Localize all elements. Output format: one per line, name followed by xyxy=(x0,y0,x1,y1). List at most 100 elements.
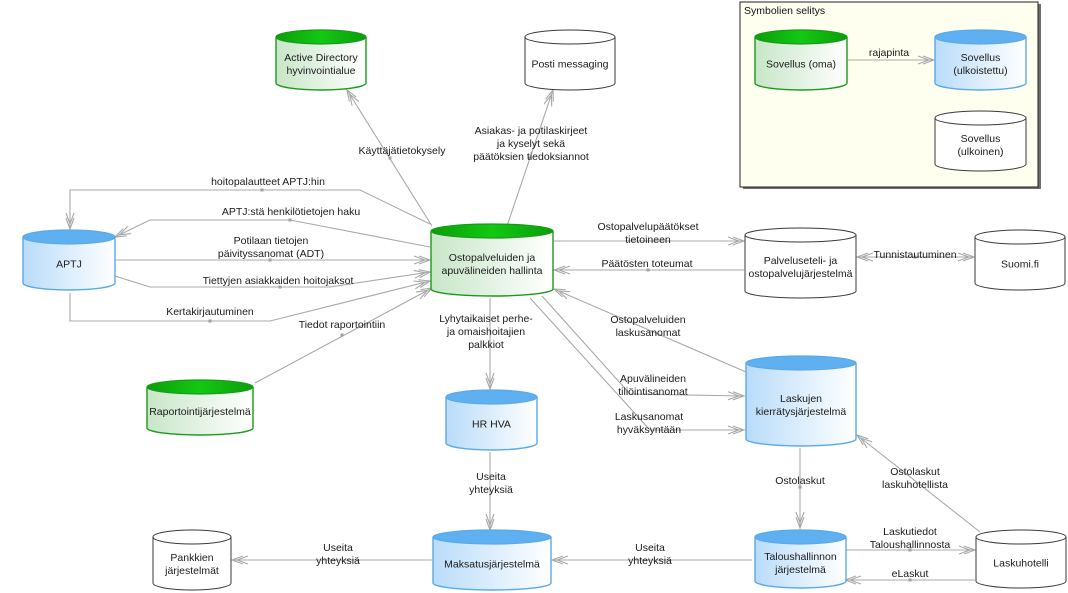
legend-own-app[interactable]: Sovellus (oma) xyxy=(754,29,848,91)
legend-interface-label: rajapinta xyxy=(869,47,909,59)
edge-elaskut[interactable] xyxy=(843,575,975,585)
edge-ostolaskut[interactable] xyxy=(795,448,805,530)
svg-text:laskuhotellista: laskuhotellista xyxy=(882,479,948,491)
edge-paivitys[interactable] xyxy=(115,255,432,265)
svg-text:Useita: Useita xyxy=(323,542,353,554)
legend-title: Symbolien selitys xyxy=(744,5,825,17)
node-aptj-label: APTJ xyxy=(56,259,82,271)
arrowhead xyxy=(958,545,977,555)
edge-tiliointi[interactable] xyxy=(541,295,746,401)
label-kertakirjautuminen: Kertakirjautuminen xyxy=(166,306,254,318)
edge-hyvaksyntaan[interactable] xyxy=(529,297,746,435)
svg-text:Lyhytaikaiset perhe-: Lyhytaikaiset perhe- xyxy=(439,313,533,325)
svg-text:Useita: Useita xyxy=(635,542,665,554)
arrowhead xyxy=(230,555,249,565)
node-raportointi-label: Raportointijärjestelmä xyxy=(149,406,251,418)
edge-laskusanomat[interactable] xyxy=(552,288,747,373)
svg-text:Ostolaskut: Ostolaskut xyxy=(775,475,825,487)
node-ostopalvelu-label: apuvälineiden hallinta xyxy=(442,265,543,277)
edge-laskuhotellista[interactable] xyxy=(855,434,981,533)
svg-text:Kertakirjautuminen: Kertakirjautuminen xyxy=(166,306,254,318)
svg-text:Tiedot raportointiin: Tiedot raportointiin xyxy=(299,319,386,331)
edge-midpoint xyxy=(288,218,292,222)
edge-midpoint xyxy=(260,188,264,192)
arrowhead xyxy=(346,88,360,106)
svg-text:laskusanomat: laskusanomat xyxy=(616,327,681,339)
node-ostopalvelu-label: Ostopalveluiden ja xyxy=(449,252,536,264)
label-kayttajatieto: Käyttäjätietokysely xyxy=(359,145,447,157)
arrowhead xyxy=(855,434,873,449)
node-suomifi[interactable]: Suomi.fi xyxy=(974,229,1066,291)
svg-text:päivityssanomat (ADT): päivityssanomat (ADT) xyxy=(218,248,324,260)
node-aptj[interactable]: APTJ xyxy=(22,229,116,291)
edge-toteumat[interactable] xyxy=(552,265,744,275)
edge-midpoint xyxy=(278,285,282,289)
node-active-directory-label: hyvinvointialue xyxy=(287,65,356,77)
label-hoitojaksot: Tiettyjen asiakkaiden hoitojaksot xyxy=(203,275,354,287)
edge-midpoint xyxy=(798,485,802,489)
svg-text:APTJ:stä henkilötietojen haku: APTJ:stä henkilötietojen haku xyxy=(222,206,360,218)
node-laskujen-label: Laskujen xyxy=(780,393,822,405)
edge-maksatus-pankki[interactable] xyxy=(230,555,432,565)
node-pankkien-label: Pankkien xyxy=(170,552,213,564)
node-suomifi-label: Suomi.fi xyxy=(1001,259,1039,271)
svg-text:Ostolaskut: Ostolaskut xyxy=(890,466,940,478)
svg-text:palkkiot: palkkiot xyxy=(468,339,504,351)
arrowhead xyxy=(413,269,432,279)
edge-talous-maksatus[interactable] xyxy=(550,555,752,565)
svg-text:Tunnistautuminen: Tunnistautuminen xyxy=(873,249,956,261)
node-hrhva-label: HR HVA xyxy=(472,419,511,431)
edge-midpoint xyxy=(340,333,344,337)
node-maksatus[interactable]: Maksatusjärjestelmä xyxy=(432,529,552,591)
legend-external-app-label: (ulkoinen) xyxy=(957,146,1003,158)
node-palveluseteli-label: Palveluseteli- ja xyxy=(764,255,838,267)
arrowhead xyxy=(727,425,746,435)
edge-tunnistautuminen[interactable] xyxy=(855,252,976,262)
edge-midpoint xyxy=(388,156,392,160)
svg-text:Tiettyjen asiakkaiden hoitojak: Tiettyjen asiakkaiden hoitojaksot xyxy=(203,275,354,287)
svg-text:Laskusanomat: Laskusanomat xyxy=(615,411,683,423)
node-hrhva[interactable]: HR HVA xyxy=(445,389,538,451)
node-posti[interactable]: Posti messaging xyxy=(524,29,616,91)
svg-text:Asiakas- ja potilaskirjeet: Asiakas- ja potilaskirjeet xyxy=(475,125,588,137)
arrowhead xyxy=(552,265,571,275)
edge-ostopaatokset[interactable] xyxy=(554,236,746,246)
legend-outsourced-app[interactable]: Sovellus(ulkoistettu) xyxy=(934,29,1027,91)
node-laskuhotelli[interactable]: Laskuhotelli xyxy=(975,529,1067,589)
svg-text:yhteyksiä: yhteyksiä xyxy=(316,555,360,567)
legend-external-app[interactable]: Sovellus(ulkoinen) xyxy=(934,110,1027,172)
edge-hoitopalautteet[interactable] xyxy=(65,188,431,231)
edge-palkkiot[interactable] xyxy=(485,298,495,391)
arrowhead xyxy=(917,55,936,65)
edge-midpoint xyxy=(908,548,912,552)
arrowhead xyxy=(65,212,75,231)
label-henkilotieto: APTJ:stä henkilötietojen haku xyxy=(222,206,360,218)
legend-own-app-label: Sovellus (oma) xyxy=(766,59,836,71)
edge-kayttajatieto[interactable] xyxy=(346,88,433,227)
node-laskujen-label: kierrätysjärjestelmä xyxy=(756,406,847,418)
svg-text:ja omaishoitajien: ja omaishoitajien xyxy=(446,326,525,338)
svg-text:yhteyksiä: yhteyksiä xyxy=(628,555,672,567)
svg-text:Laskutiedot: Laskutiedot xyxy=(883,526,937,538)
node-raportointi[interactable]: Raportointijärjestelmä xyxy=(146,379,254,436)
svg-text:Useita: Useita xyxy=(476,471,506,483)
arrowhead xyxy=(727,236,746,246)
edge-midpoint xyxy=(268,258,272,262)
edge-hoitojaksot[interactable] xyxy=(114,269,432,289)
edge-midpoint xyxy=(528,156,532,160)
svg-text:Päätösten toteumat: Päätösten toteumat xyxy=(601,258,692,270)
svg-text:päätöksien tiedoksiannot: päätöksien tiedoksiannot xyxy=(473,151,589,163)
legend-interface-edge[interactable] xyxy=(848,55,936,65)
edge-kertakirjautuminen[interactable] xyxy=(69,279,432,323)
edge-laskutiedot[interactable] xyxy=(845,545,977,555)
